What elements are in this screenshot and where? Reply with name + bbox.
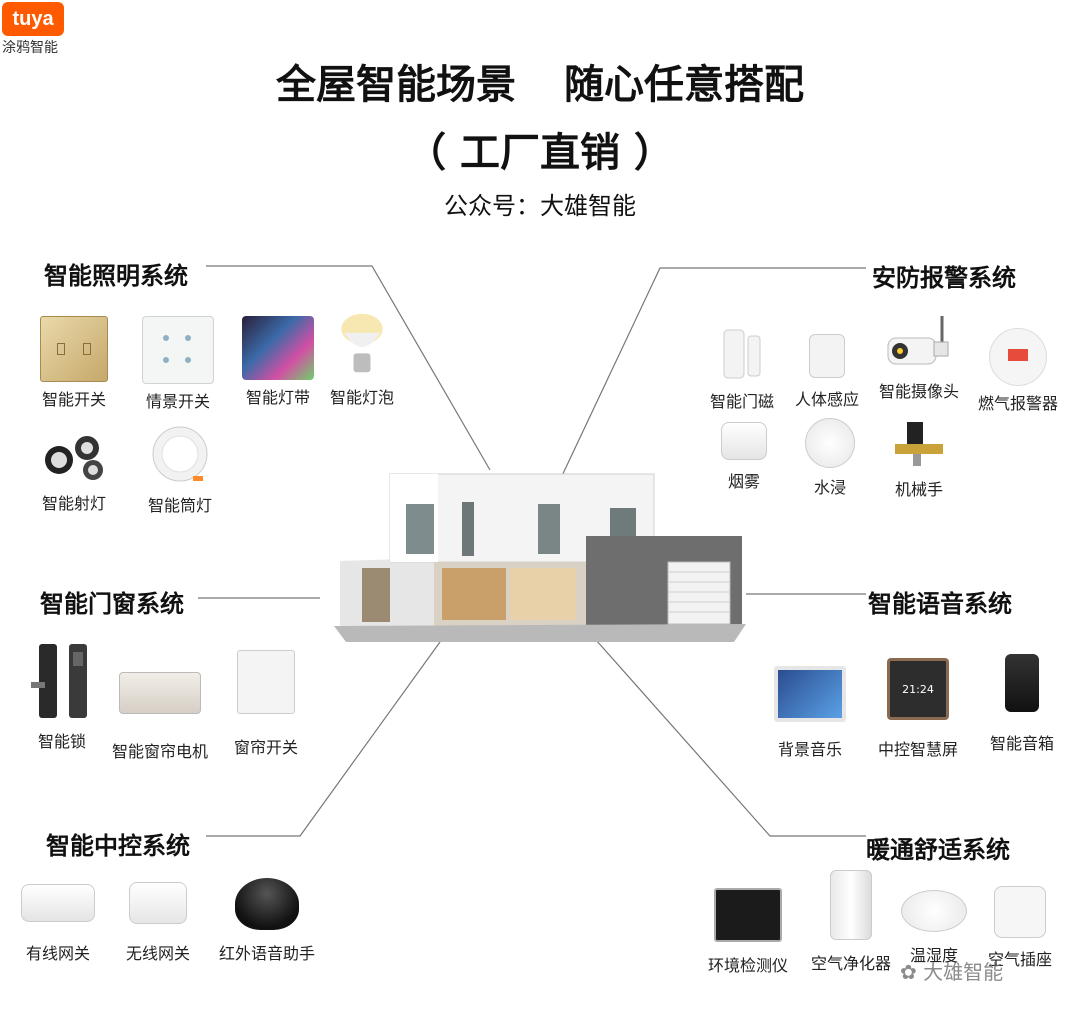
item-label: 空气插座 xyxy=(987,950,1052,969)
smart-plug-icon xyxy=(994,886,1046,938)
background-music-icon xyxy=(774,666,846,722)
wechat-icon: ✿ xyxy=(900,960,924,984)
product-background-music[interactable]: 背景音乐 xyxy=(770,666,850,760)
item-label: 机械手 xyxy=(894,480,943,499)
product-env-monitor[interactable]: 环境检测仪 xyxy=(702,888,794,976)
item-label: 中控智慧屏 xyxy=(877,740,958,759)
lock-icon xyxy=(31,644,87,718)
downlight-icon xyxy=(152,426,208,482)
env-monitor-icon xyxy=(714,888,782,942)
item-label: 智能开关 xyxy=(41,390,106,409)
product-wireless-gateway[interactable]: 无线网关 xyxy=(118,882,198,964)
item-label: 人体感应 xyxy=(794,390,859,409)
light-strip-icon xyxy=(242,316,314,380)
product-smart-lock[interactable]: 智能锁 xyxy=(24,642,100,752)
item-label: 温湿度 xyxy=(909,946,958,965)
product-smart-bulb[interactable]: 智能灯泡 xyxy=(322,312,402,408)
thermo-hygrometer-icon xyxy=(901,890,967,932)
security-system-title: 安防报警系统 xyxy=(872,264,1016,292)
valve-arm-icon xyxy=(895,422,943,466)
item-label: 红外语音助手 xyxy=(218,944,315,963)
air-purifier-icon xyxy=(830,870,872,940)
smoke-detector-icon xyxy=(721,422,767,460)
central-system-title: 智能中控系统 xyxy=(46,832,190,860)
hvac-system-title: 暖通舒适系统 xyxy=(866,836,1010,864)
item-label: 智能灯泡 xyxy=(329,388,394,407)
product-ir-assistant[interactable]: 红外语音助手 xyxy=(212,878,322,964)
title-left: 全屋智能场景 xyxy=(276,62,516,108)
product-wired-gateway[interactable]: 有线网关 xyxy=(18,884,98,964)
water-sensor-icon xyxy=(805,418,855,468)
title-right: 随心任意搭配 xyxy=(564,62,804,108)
item-label: 燃气报警器 xyxy=(977,394,1058,413)
speaker-icon xyxy=(1005,654,1039,712)
product-smart-plug[interactable]: 空气插座 xyxy=(978,886,1062,970)
wireless-gateway-icon xyxy=(129,882,187,924)
camera-icon xyxy=(887,316,949,365)
tuya-logo: tuya xyxy=(2,2,64,36)
item-label: 情景开关 xyxy=(145,392,210,411)
product-thermo-hygrometer[interactable]: 温湿度 xyxy=(898,890,970,966)
product-scene-switch[interactable]: 情景开关 xyxy=(138,316,218,412)
item-label: 智能筒灯 xyxy=(147,496,212,515)
item-label: 有线网关 xyxy=(25,944,90,963)
product-spotlight[interactable]: 智能射灯 xyxy=(34,426,114,514)
product-curtain-switch[interactable]: 窗帘开关 xyxy=(228,650,304,758)
product-smart-switch[interactable]: 智能开关 xyxy=(34,316,114,410)
item-label: 环境检测仪 xyxy=(707,956,788,975)
account-label: 公众号：大雄智能 xyxy=(444,192,636,220)
lighting-system-title: 智能照明系统 xyxy=(44,262,188,290)
product-door-sensor[interactable]: 智能门磁 xyxy=(706,328,778,412)
smart-screen-icon: 21:24 xyxy=(887,658,949,720)
product-motion-sensor[interactable]: 人体感应 xyxy=(790,334,864,410)
page-subtitle: （ 工厂直销 ） xyxy=(406,130,674,176)
door-window-system-title: 智能门窗系统 xyxy=(40,590,184,618)
product-valve-arm[interactable]: 机械手 xyxy=(884,418,954,500)
product-water-sensor[interactable]: 水浸 xyxy=(800,418,860,498)
watermark-text: 大雄智能 xyxy=(923,960,1004,984)
door-sensor-icon xyxy=(723,329,761,379)
curtain-switch-icon xyxy=(237,650,295,714)
item-label: 烟雾 xyxy=(727,472,760,491)
watermark: ✿ 大雄智能 xyxy=(900,956,1003,985)
gas-alarm-icon xyxy=(989,328,1047,386)
item-label: 水浸 xyxy=(813,478,846,497)
wired-gateway-icon xyxy=(21,884,95,922)
voice-system-title: 智能语音系统 xyxy=(868,590,1012,618)
page-title: 全屋智能场景 随心任意搭配 xyxy=(0,52,1080,110)
scene-switch-icon xyxy=(142,316,214,384)
item-label: 智能窗帘电机 xyxy=(111,742,208,761)
product-smart-screen[interactable]: 21:24 中控智慧屏 xyxy=(870,658,966,760)
item-label: 无线网关 xyxy=(125,944,190,963)
product-air-purifier[interactable]: 空气净化器 xyxy=(804,870,898,974)
item-label: 空气净化器 xyxy=(810,954,891,973)
item-label: 智能灯带 xyxy=(245,388,310,407)
bulb-icon xyxy=(341,313,383,373)
item-label: 智能音箱 xyxy=(989,734,1054,753)
item-label: 智能射灯 xyxy=(41,494,106,513)
logo-subtitle: 涂鸦智能 xyxy=(2,40,58,56)
item-label: 背景音乐 xyxy=(777,740,842,759)
product-smoke-detector[interactable]: 烟雾 xyxy=(712,422,776,492)
ir-remote-icon xyxy=(235,878,299,930)
item-label: 窗帘开关 xyxy=(233,738,298,757)
product-gas-alarm[interactable]: 燃气报警器 xyxy=(972,328,1064,414)
house-illustration xyxy=(334,473,746,642)
product-light-strip[interactable]: 智能灯带 xyxy=(238,316,318,408)
product-curtain-motor[interactable]: 智能窗帘电机 xyxy=(108,672,212,762)
product-camera[interactable]: 智能摄像头 xyxy=(872,312,966,402)
item-label: 智能锁 xyxy=(37,732,86,751)
item-label: 智能门磁 xyxy=(709,392,774,411)
spotlight-icon xyxy=(45,436,103,480)
product-downlight[interactable]: 智能筒灯 xyxy=(138,426,222,516)
motion-sensor-icon xyxy=(809,334,845,378)
curtain-motor-icon xyxy=(119,672,201,714)
smart-switch-icon xyxy=(40,316,108,382)
product-smart-speaker[interactable]: 智能音箱 xyxy=(984,654,1060,754)
item-label: 智能摄像头 xyxy=(878,382,959,401)
